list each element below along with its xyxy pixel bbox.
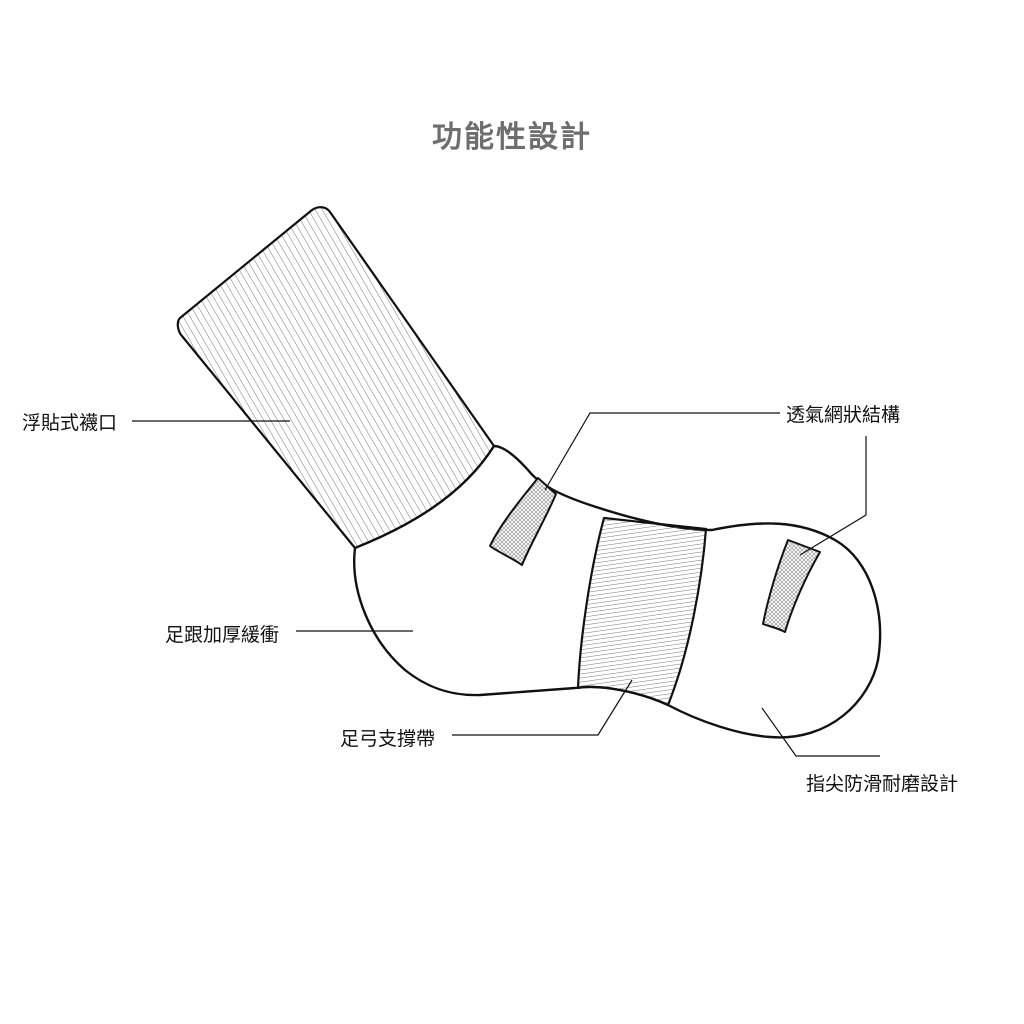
mesh-panel-instep — [489, 477, 557, 566]
leader-arch — [452, 679, 633, 736]
leader-toe — [761, 707, 880, 757]
callout-toe: 指尖防滑耐磨設計 — [806, 773, 959, 795]
callout-cuff: 浮貼式襪口 — [22, 412, 118, 434]
callout-mesh: 透氣網狀結構 — [786, 404, 901, 426]
mesh-panel-toe — [762, 539, 821, 633]
diagram-title: 功能性設計 — [432, 120, 592, 155]
leader-mesh-toe — [799, 436, 867, 556]
leader-mesh-instep — [544, 412, 780, 491]
callout-heel: 足跟加厚緩衝 — [165, 624, 280, 646]
callout-arch: 足弓支撐帶 — [340, 728, 436, 750]
